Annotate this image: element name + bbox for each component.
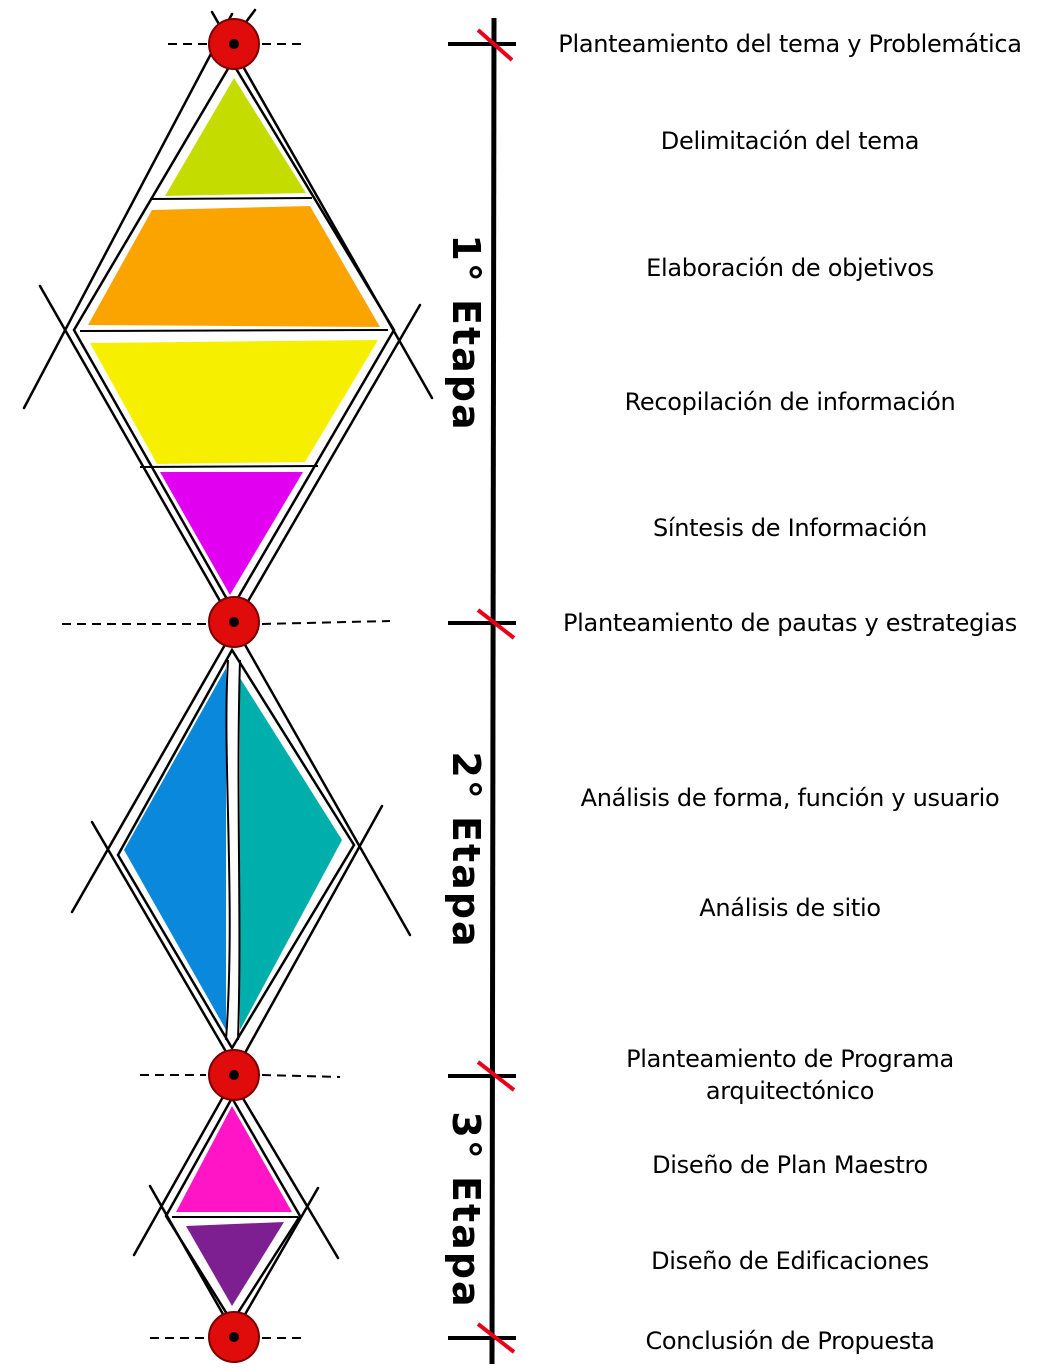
- step-label-3: Elaboración de objetivos: [646, 254, 934, 282]
- step-label-9: Planteamiento de Programa: [626, 1045, 954, 1073]
- synthesis-segment: [160, 472, 303, 595]
- step-label-5: Síntesis de Información: [652, 514, 928, 542]
- stage-label-3: 3° Etapa: [444, 1111, 488, 1309]
- step-label-7: Análisis de forma, función y usuario: [580, 784, 1000, 812]
- stage-label-2: 2° Etapa: [444, 751, 488, 949]
- timeline-ticks: [448, 28, 516, 1354]
- information-segment: [90, 340, 378, 464]
- step-label-8: Análisis de sitio: [699, 894, 881, 922]
- step-label-4: Recopilación de información: [624, 388, 956, 416]
- step-label-1: Planteamiento del tema y Problemática: [558, 30, 1022, 58]
- master-plan-segment: [176, 1106, 292, 1212]
- step-label-10: Diseño de Plan Maestro: [652, 1151, 928, 1179]
- stage1-diamond: [22, 8, 434, 624]
- stage2-diamond: [70, 634, 412, 1064]
- stage-label-1: 1° Etapa: [444, 234, 488, 432]
- step-label-12: Conclusión de Propuesta: [645, 1327, 935, 1355]
- milestone-dashed-guides: [62, 43, 391, 1339]
- step-label-6: Planteamiento de pautas y estrategias: [563, 609, 1017, 637]
- buildings-segment: [186, 1222, 284, 1306]
- delimitation-segment: [165, 78, 306, 196]
- step-label-11: Diseño de Edificaciones: [651, 1247, 929, 1275]
- milestone-marker-4: [208, 1311, 260, 1363]
- stage3-diamond: [132, 1086, 340, 1332]
- milestone-marker-3: [208, 1049, 260, 1101]
- step-label-9-line2: arquitectónico: [705, 1077, 875, 1105]
- milestone-marker-2: [208, 596, 260, 648]
- form-function-user-segment: [124, 668, 226, 1030]
- step-label-2: Delimitación del tema: [660, 127, 920, 155]
- site-analysis-segment: [240, 678, 342, 1030]
- objectives-segment: [88, 206, 380, 327]
- milestone-marker-1: [208, 18, 260, 70]
- timeline-axis: [489, 17, 497, 1365]
